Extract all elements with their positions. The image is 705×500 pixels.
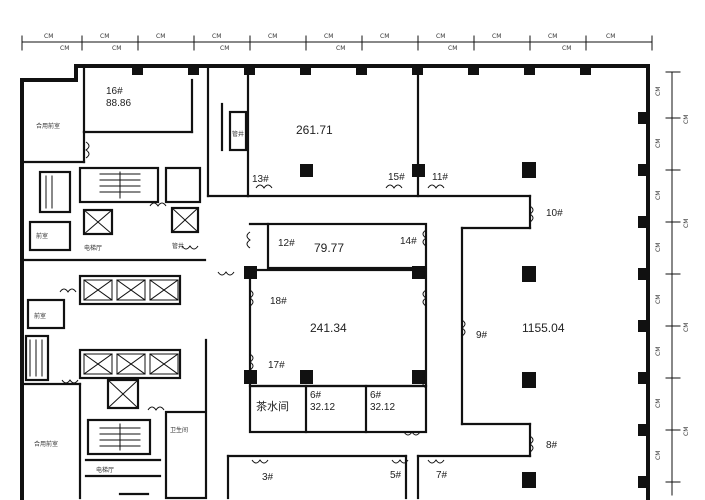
dim-label: CM [436,33,445,40]
dim-label: CM [112,45,121,52]
dim-label: CM [655,87,662,96]
room-16-area: 88.86 [106,98,131,109]
room-1155-area: 1155.04 [522,321,565,335]
dim-label: CM [655,347,662,356]
dim-label: CM [606,33,615,40]
room-79: 12# 79.77 14# [248,222,428,270]
dim-label: CM [683,219,690,228]
top-dimension-chain: CM CM CM CM CM CM CM CM CM CM CM CM CM C… [21,33,653,52]
dim-label: CM [492,33,501,40]
room-16-number: 16# [106,86,123,97]
door-9-number: 9# [476,330,488,341]
dim-label: CM [100,33,109,40]
door-10-number: 10# [546,208,563,219]
dim-label: CM [212,33,221,40]
room-79-area: 79.77 [314,241,344,255]
door-7-number: 7# [436,470,448,481]
dim-label: CM [548,33,557,40]
structural-columns [132,66,648,488]
door-18-number: 18# [270,296,287,307]
dim-label: CM [324,33,333,40]
room-241-area: 241.34 [310,321,347,335]
tea-room-label: 茶水间 [256,400,289,413]
door-11-number: 11# [432,172,448,183]
front-room-label: 合用前室 [34,440,58,448]
lift-hall-label: 电梯厅 [84,244,102,252]
bottom-small-rooms: 茶水间 6# 32.12 6# 32.12 [248,384,428,434]
corridor-walls: 管井 [206,64,250,198]
room-261-area: 261.71 [296,123,333,137]
stair-front-label: 前室 [34,312,46,320]
bottom-rooms: 3# 5# 7# [226,454,448,500]
room-6b-number: 6# [370,390,382,401]
front-room-label: 合用前室 [36,122,60,130]
shaft-label: 管井 [232,130,244,138]
lift-hall-label: 电梯厅 [96,466,114,474]
service-label: 卫生间 [170,426,188,434]
room-6a-number: 6# [310,390,322,401]
door-swings [59,141,534,464]
door-15-number: 15# [388,172,405,183]
dim-label: CM [268,33,277,40]
dim-label: CM [683,115,690,124]
door-8-number: 8# [546,440,558,451]
dim-label: CM [448,45,457,52]
stair-front-label: 前室 [36,232,48,240]
room-6a-area: 32.12 [310,402,335,413]
dim-label: CM [562,45,571,52]
right-dimension-chain: CM CM CM CM CM CM CM CM CM CM CM CM [655,71,690,496]
room-6b-area: 32.12 [370,402,395,413]
dim-label: CM [655,243,662,252]
left-core: 合用前室 前室 电梯厅 管井 前室 [20,122,208,500]
door-12-number: 12# [278,238,295,249]
outer-walls [20,64,650,500]
door-3-number: 3# [262,472,274,483]
room-16: 16# 88.86 [82,64,194,134]
dim-label: CM [60,45,69,52]
door-13-number: 13# [252,174,269,185]
dim-label: CM [156,33,165,40]
room-261: 261.71 13# 15# 11# 10# [246,64,563,219]
dim-label: CM [336,45,345,52]
room-241: 18# 241.34 17# [248,268,428,388]
dim-label: CM [655,139,662,148]
dim-label: CM [655,399,662,408]
dim-label: CM [655,295,662,304]
dim-label: CM [44,33,53,40]
dim-label: CM [655,191,662,200]
door-14-number: 14# [400,236,417,247]
room-1155: 1155.04 9# 8# [416,194,565,500]
dim-label: CM [683,427,690,436]
dim-label: CM [683,323,690,332]
dim-label: CM [380,33,389,40]
door-5-number: 5# [390,470,402,481]
dim-label: CM [655,451,662,460]
dim-label: CM [220,45,229,52]
door-17-number: 17# [268,360,285,371]
shaft-label: 管井 [172,242,184,250]
